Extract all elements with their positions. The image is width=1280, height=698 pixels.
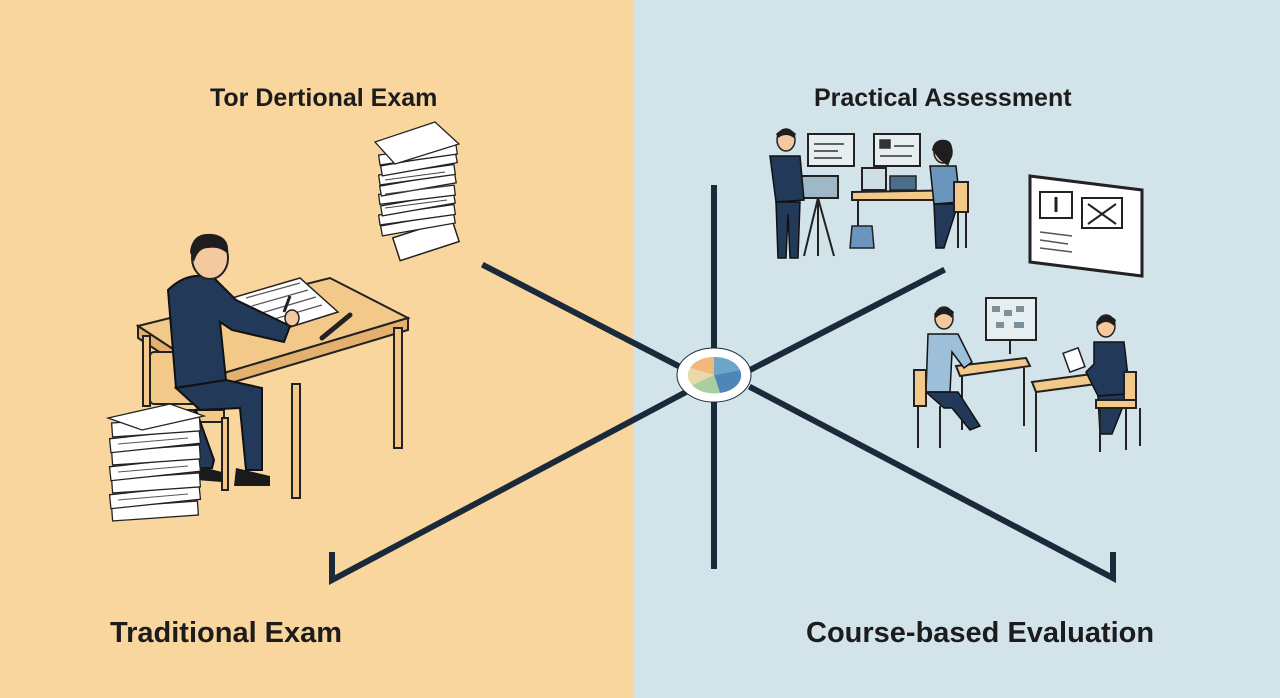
connector-bottom-right [747,383,1116,583]
connector-bottom-left [329,387,691,585]
paper-stack-icon [373,121,461,262]
paper-stack-icon [105,403,207,522]
practical-team-illustration [769,128,969,259]
computer-lab-illustration [913,297,1141,452]
connector-top-right [745,266,947,375]
presentation-board-icon [1028,174,1144,278]
connector-top-left [480,261,695,377]
label-bottom-left: Traditional Exam [110,617,343,649]
compass-hub-icon [676,347,752,403]
connector-lines [329,185,1116,585]
label-bottom-right: Course-based Evaluation [806,617,1155,649]
label-top-left: Tor Dertional Exam [210,84,438,112]
label-top-right: Practical Assessment [814,84,1072,112]
exam-taker-illustration [135,233,411,499]
